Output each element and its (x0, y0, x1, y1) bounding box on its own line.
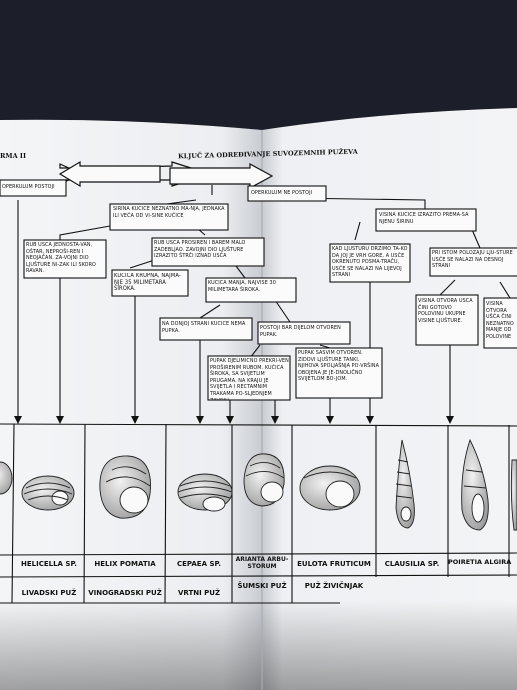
shell-arianta (243, 453, 285, 507)
box-no-belt: NA DONJOJ STRANI KUĆICE NEMA PUPKA. (162, 321, 246, 334)
shell-helix (99, 455, 151, 519)
shell-cepaea (177, 473, 233, 512)
box-aperture-half: VISINA OTVORA UŠĆA ČINI GOTOVO POLOVINU … (418, 298, 473, 324)
species-common-helicella: LIVADSKI PUŽ (21, 589, 77, 597)
box-operculum-exists: OPERKULUM POSTOJI (2, 184, 55, 190)
box-belt-partial: POSTOJI BAR DIJELOM OTVOREN PUPAK. (260, 325, 341, 338)
species-latin-poiretia: POIRETIA ALGIRA (448, 558, 512, 566)
species-table (0, 423, 517, 604)
shell-helicella (21, 475, 75, 511)
box-pupak-open: PUPAK SASVIM OTVOREN. ZIDOVI LJUŠTURE TA… (298, 350, 380, 383)
box-shell-large: KUĆICA KRUPNA, NAJMA-NJE 35 MILIMETARA Š… (114, 273, 181, 293)
species-latin-cepaea: CEPAEA SP. (176, 560, 221, 568)
box-height-greater: VISINA KUĆICE IZRAZITO PREMA-ŠA NJENU ŠI… (379, 212, 469, 225)
box-operculum-none: OPERKULUM NE POSTOJI (251, 190, 313, 196)
box-pupak-half: PUPAK DJELIMIČNO PREKRI-VEN PROŠIRENIM R… (210, 358, 289, 400)
species-latin-helicella: HELICELLA SP. (21, 560, 77, 568)
top-arrow (58, 160, 274, 190)
box-width-equal: ŠIRINA KUĆICE NEZNATNO MA-NJA, JEDNAKA I… (113, 206, 225, 219)
species-latin-eulota: EULOTA FRUTICUM (297, 560, 371, 568)
box-rim-sharp: RUB USĆA JEDNOSTA-VAN, OŠTAR, NEPROŠI-RE… (26, 242, 96, 275)
box-apex-up: KAD LJUŠTURU DRŽIMO TA-KO DA JOJ JE VRH … (332, 246, 408, 279)
species-common-arianta: ŠUMSKI PUŽ (237, 582, 287, 590)
species-common-helix: VINOGRADSKI PUŽ (88, 589, 162, 597)
box-mouth-right: PRI ISTOM POLOŽAJU LJU-ŠTURE USĆE SE NAL… (432, 250, 513, 270)
shell-partial-right (510, 459, 517, 531)
page-header-left: RMA II (0, 152, 26, 160)
box-aperture-small: VISINA OTVORA UŠĆA ČINI NEZNATNO MANJE O… (486, 301, 514, 340)
species-latin-clausilia: CLAUSILIA SP. (384, 560, 440, 568)
box-rim-widened: RUB USĆA PROŠIREN I BAREM MALO ZADEBLJAO… (154, 240, 246, 260)
species-common-eulota: PUŽ ŽIVIČNJAK (304, 582, 364, 590)
shell-clausilia (395, 439, 415, 529)
box-shell-small: KUĆICA MANJA, NAJVIŠE 30 MILIMETARA ŠIRO… (208, 280, 276, 293)
shell-eulota (299, 465, 361, 511)
species-latin-arianta: ARIANTA ARBU-STORUM (235, 556, 289, 570)
shell-poiretia (461, 438, 489, 531)
species-common-cepaea: VRTNI PUŽ (177, 589, 221, 597)
shell-partial-left (0, 461, 13, 495)
species-latin-helix: HELIX POMATIA (94, 560, 156, 568)
